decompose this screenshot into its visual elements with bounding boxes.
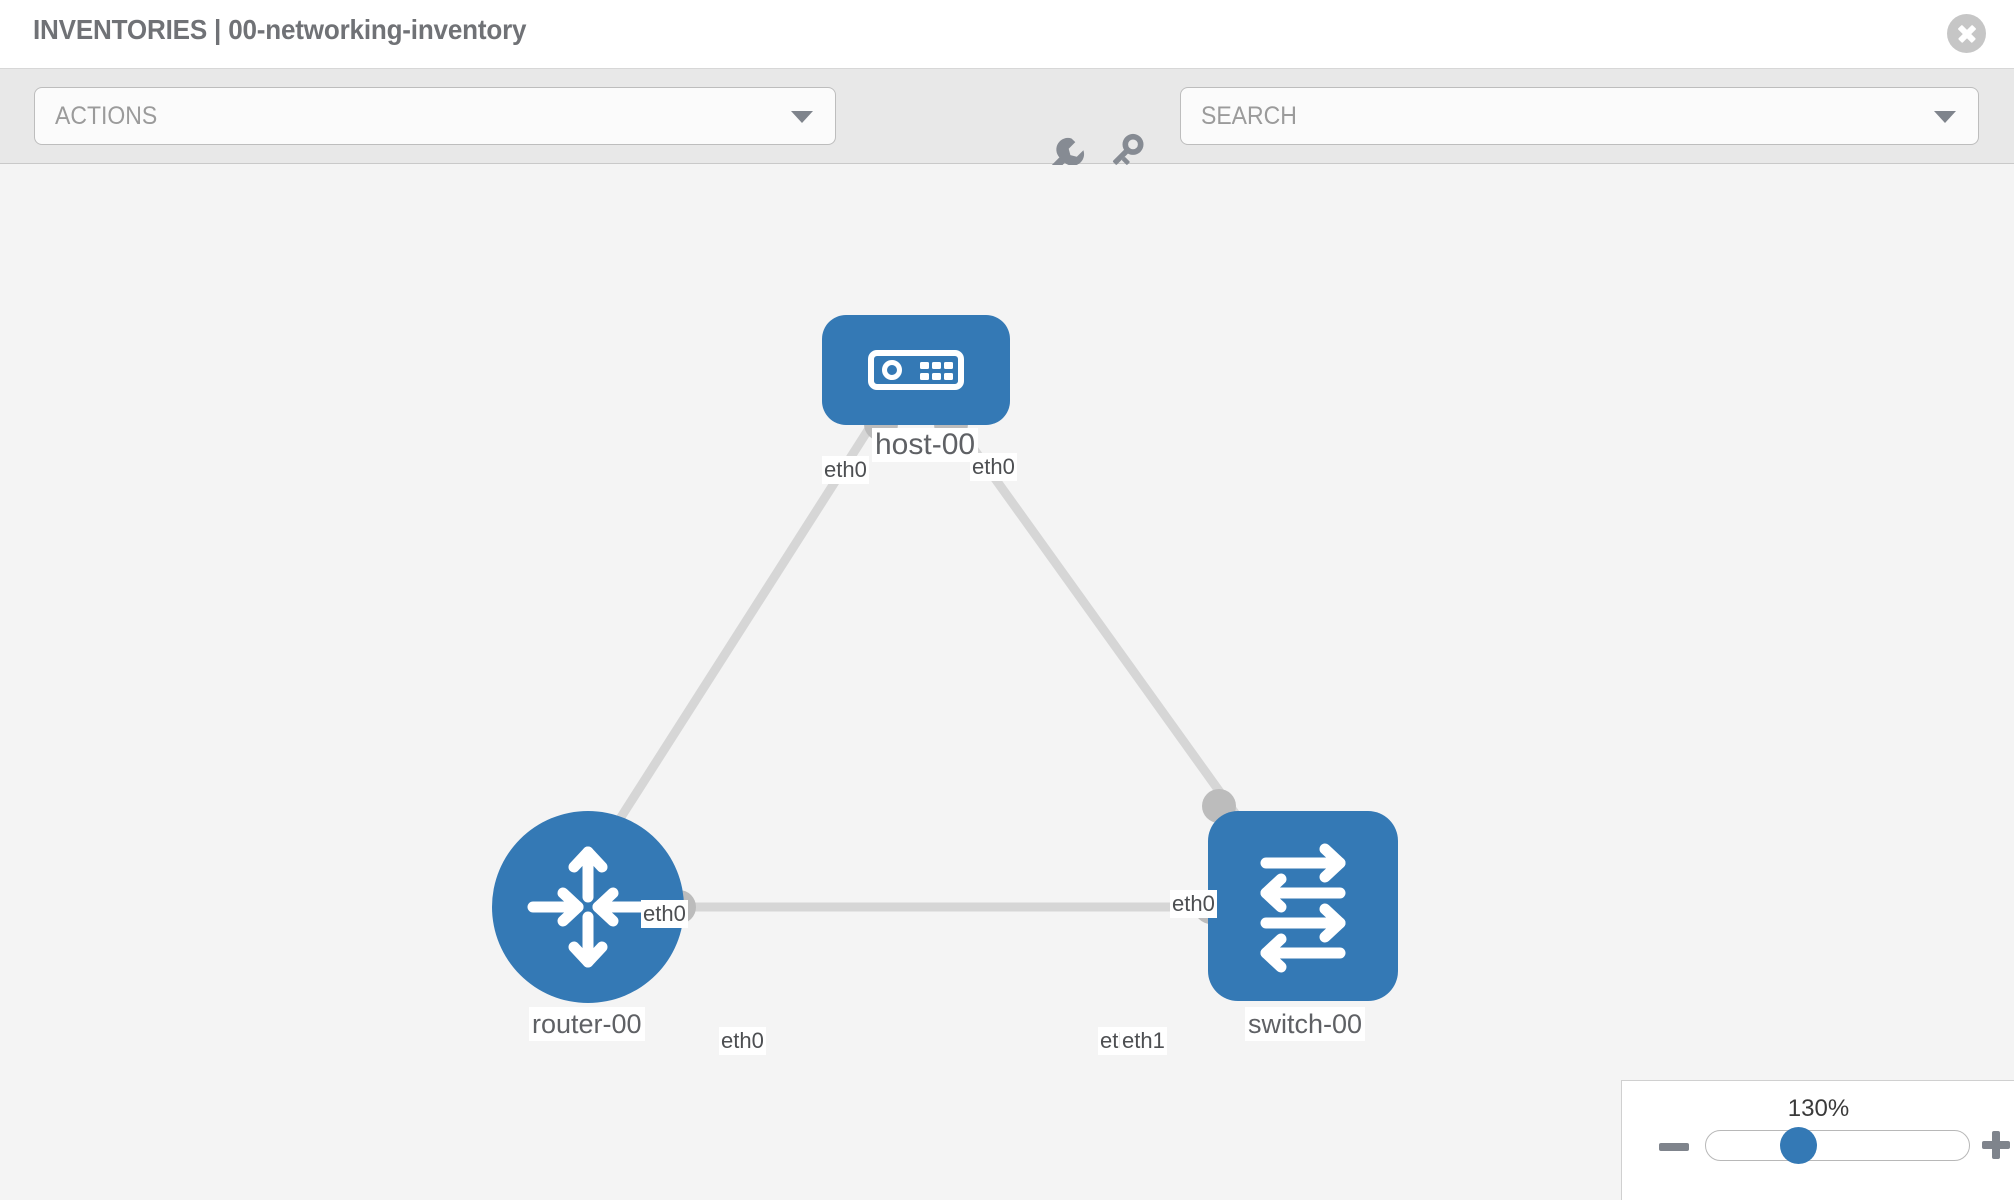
edge-label-host-eth0-left: eth0 [822, 456, 869, 484]
plus-icon-vertical [1992, 1131, 2000, 1159]
chevron-down-icon [791, 111, 813, 123]
actions-dropdown[interactable]: ACTIONS [34, 87, 836, 145]
edge-label-switch-eth1: eth1 [1120, 1027, 1167, 1055]
topology-node-switch-00[interactable]: switch-00 [1194, 789, 1398, 1041]
node-label-router-00: router-00 [529, 1007, 645, 1041]
edge-label-router-eth0-up: eth0 [641, 900, 688, 928]
switch-arrows-icon [1260, 843, 1346, 973]
close-icon[interactable] [1947, 14, 1986, 53]
zoom-in-button[interactable] [1982, 1131, 2010, 1159]
chevron-down-icon [1934, 111, 1956, 123]
topology-node-router-00[interactable]: router-00 [492, 811, 696, 1041]
zoom-level-value: 130% [1787, 1095, 1850, 1122]
actions-dropdown-label: ACTIONS [55, 102, 158, 130]
node-label-switch-00: switch-00 [1245, 1007, 1366, 1041]
router-arrows-icon [527, 846, 649, 968]
zoom-out-button[interactable] [1659, 1143, 1689, 1151]
server-icon [868, 350, 964, 390]
toolbar: ACTIONS SEARCH [0, 69, 2014, 174]
link-host-switch [954, 424, 1244, 823]
node-label-host-00: host-00 [872, 428, 979, 462]
edge-label-host-eth0-right: eth0 [970, 453, 1017, 481]
host-node-shape [822, 315, 1010, 425]
topology-canvas[interactable]: host-00 eth0 eth0 [0, 165, 2014, 1200]
zoom-slider-thumb[interactable] [1780, 1127, 1817, 1164]
page-header: INVENTORIES | 00-networking-inventory [0, 0, 2014, 69]
zoom-control-panel: 130% [1621, 1080, 2014, 1200]
switch-node-shape [1208, 811, 1398, 1001]
router-node-shape [492, 811, 684, 1003]
edge-label-router-eth0-right: eth0 [719, 1027, 766, 1055]
search-input-placeholder: SEARCH [1201, 102, 1297, 130]
key-icon[interactable] [1110, 132, 1156, 178]
page-title: INVENTORIES | 00-networking-inventory [33, 14, 527, 45]
topology-links [612, 424, 1244, 912]
topology-node-host-00[interactable]: host-00 [822, 315, 1010, 462]
search-dropdown[interactable]: SEARCH [1180, 87, 1979, 145]
link-host-router [612, 424, 874, 828]
edge-label-switch-eth0-up: eth0 [1170, 890, 1217, 918]
zoom-slider-track[interactable] [1705, 1130, 1970, 1161]
